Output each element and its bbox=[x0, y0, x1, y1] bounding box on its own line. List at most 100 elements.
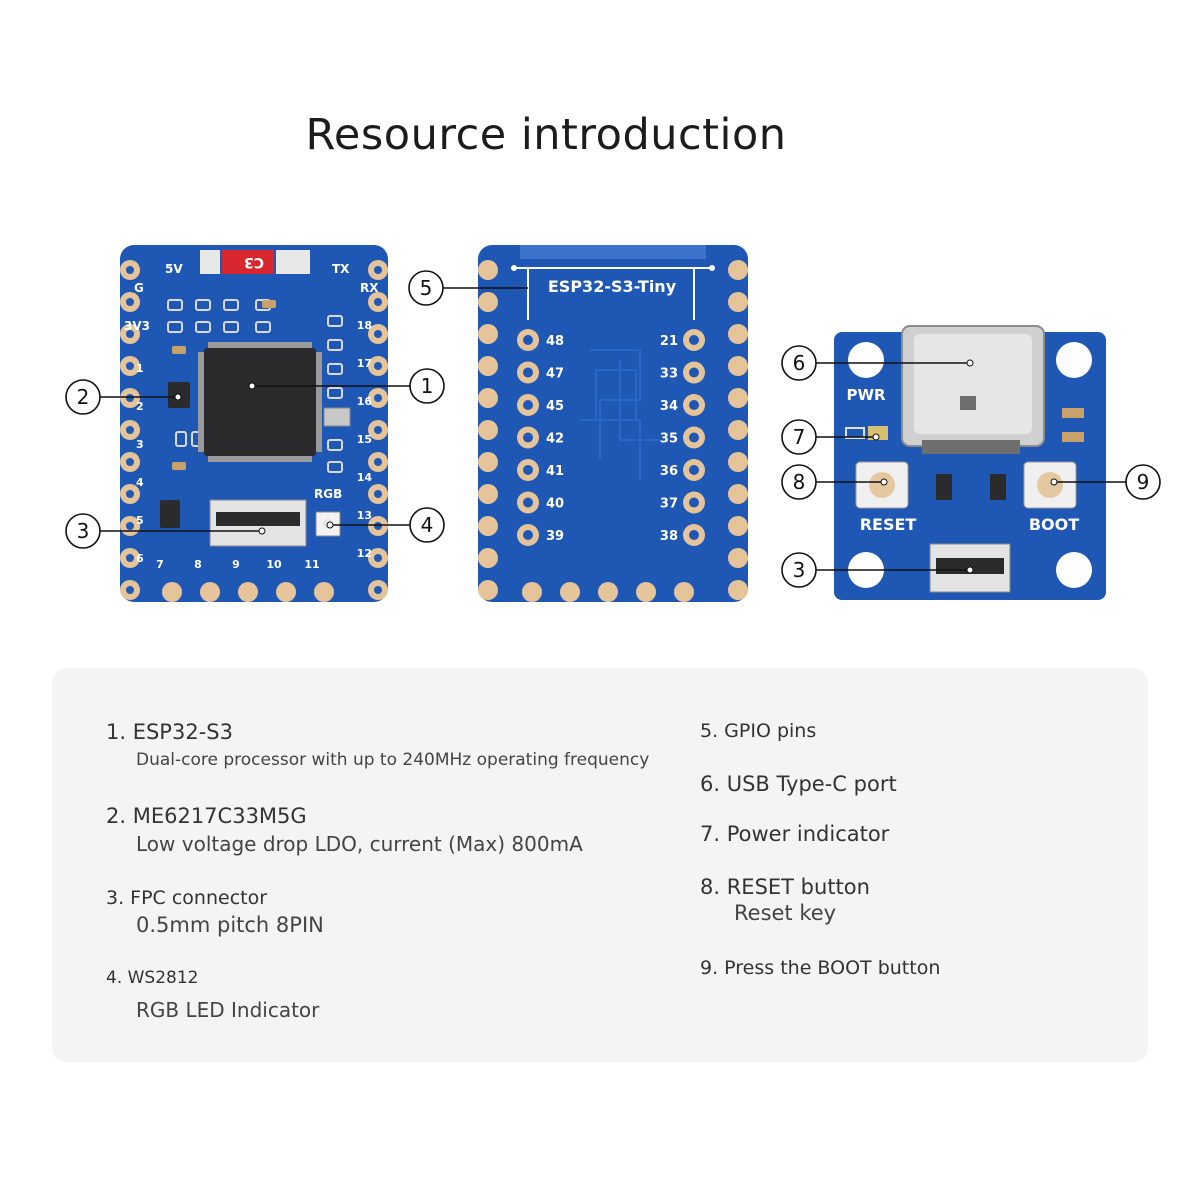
callout-number-c2: 2 bbox=[77, 385, 90, 409]
front-pin-label-14: 14 bbox=[357, 471, 373, 484]
board-name: ESP32-S3-Tiny bbox=[548, 277, 677, 296]
back-pin-hole-47 bbox=[523, 367, 533, 378]
back-pin-hole-34 bbox=[689, 400, 699, 410]
desc-item-4: 4. WS2812 RGB LED Indicator bbox=[106, 968, 319, 1022]
back-pin-hole-36 bbox=[689, 465, 699, 475]
callout-circle-c9 bbox=[1125, 464, 1161, 500]
callout-circle-c2 bbox=[65, 379, 101, 415]
front-pin-label-18: 18 bbox=[357, 319, 372, 332]
front-pin-label-12: 12 bbox=[357, 547, 372, 560]
back-pin-label-37: 37 bbox=[660, 497, 678, 512]
callout-dot-c6 bbox=[966, 359, 974, 367]
front-pin-label-16: 16 bbox=[357, 395, 373, 408]
callout-number-c3: 3 bbox=[77, 519, 90, 543]
desc-item-3-detail: 0.5mm pitch 8PIN bbox=[136, 913, 324, 937]
callout-dot-c4 bbox=[326, 521, 334, 529]
callout-circle-c4 bbox=[409, 507, 445, 543]
back-pin-label-34: 34 bbox=[660, 399, 678, 414]
desc-item-1-detail: Dual-core processor with up to 240MHz op… bbox=[136, 750, 650, 770]
callout-dot-c3b bbox=[966, 566, 974, 574]
front-pin-label-6: 6 bbox=[136, 552, 144, 565]
back-pin-label-45: 45 bbox=[546, 399, 564, 414]
callout-dot-c7 bbox=[872, 433, 880, 441]
back-pin-label-36: 36 bbox=[660, 464, 678, 479]
callout-number-c7: 7 bbox=[793, 425, 806, 449]
desc-item-6: 6. USB Type-C port bbox=[700, 772, 897, 796]
callout-circle-c5 bbox=[408, 270, 444, 306]
desc-item-9: 9. Press the BOOT button bbox=[700, 957, 940, 979]
desc-item-8-detail: Reset key bbox=[734, 901, 837, 925]
callout-circle-c8 bbox=[781, 464, 817, 500]
desc-item-2-detail: Low voltage drop LDO, current (Max) 800m… bbox=[136, 832, 583, 856]
front-pin-label-1: 1 bbox=[136, 362, 144, 375]
back-pin-label-42: 42 bbox=[546, 432, 564, 447]
callout-circle-c3 bbox=[65, 513, 101, 549]
desc-item-4-title: 4. WS2812 bbox=[106, 968, 199, 988]
desc-item-7-title: 7. Power indicator bbox=[700, 822, 890, 846]
label-3v3: 3V3 bbox=[124, 319, 150, 333]
front-pin-label-4: 4 bbox=[136, 476, 144, 489]
front-pin-label-13: 13 bbox=[357, 509, 372, 522]
back-pin-label-41: 41 bbox=[546, 464, 564, 479]
callout-dot-c8 bbox=[880, 478, 888, 486]
desc-item-2: 2. ME6217C33M5G Low voltage drop LDO, cu… bbox=[106, 804, 583, 856]
back-pin-label-21: 21 bbox=[660, 334, 678, 349]
back-pin-hole-21 bbox=[689, 335, 699, 345]
label-g: G bbox=[134, 281, 144, 295]
front-pin-label-5: 5 bbox=[136, 514, 144, 527]
description-panel bbox=[52, 668, 1148, 1062]
back-pin-hole-33 bbox=[689, 367, 699, 378]
back-pin-hole-42 bbox=[523, 432, 533, 443]
callout-number-c3b: 3 bbox=[793, 558, 806, 582]
desc-item-4-detail: RGB LED Indicator bbox=[136, 998, 320, 1022]
back-pin-hole-40 bbox=[523, 497, 533, 508]
front-pin-label-17: 17 bbox=[357, 357, 372, 370]
back-pin-hole-45 bbox=[523, 400, 533, 410]
callout-number-c8: 8 bbox=[793, 470, 806, 494]
desc-item-1: 1. ESP32-S3 Dual-core processor with up … bbox=[106, 720, 649, 770]
callout-circle-c3b bbox=[781, 552, 817, 588]
callout-number-c9: 9 bbox=[1137, 470, 1150, 494]
callout-dot-c9 bbox=[1050, 478, 1058, 486]
callout-dot-c2 bbox=[174, 393, 182, 401]
boot-label: BOOT bbox=[1029, 515, 1079, 534]
back-pin-label-38: 38 bbox=[660, 529, 678, 544]
desc-item-9-title: 9. Press the BOOT button bbox=[700, 957, 941, 979]
label-tx: TX bbox=[332, 262, 350, 276]
callout-circle-c7 bbox=[781, 419, 817, 455]
back-pin-hole-39 bbox=[523, 530, 533, 540]
callout-number-c5: 5 bbox=[420, 276, 433, 300]
back-pin-label-35: 35 bbox=[660, 432, 678, 447]
page-title: Resource introduction bbox=[305, 110, 787, 160]
callout-circle-c1 bbox=[409, 368, 445, 404]
front-pin-label-8: 8 bbox=[194, 558, 202, 571]
desc-item-3: 3. FPC connector 0.5mm pitch 8PIN bbox=[106, 887, 324, 937]
callout-number-c6: 6 bbox=[793, 351, 806, 375]
chip-c3-label: C3 bbox=[244, 254, 264, 270]
pwr-label: PWR bbox=[846, 386, 886, 404]
back-pin-hole-38 bbox=[689, 530, 699, 540]
desc-item-7: 7. Power indicator bbox=[700, 822, 889, 846]
front-pin-label-2: 2 bbox=[136, 400, 144, 413]
front-pin-label-15: 15 bbox=[357, 433, 372, 446]
back-pin-hole-37 bbox=[689, 497, 699, 508]
desc-item-5: 5. GPIO pins bbox=[700, 720, 816, 742]
back-pin-hole-48 bbox=[523, 335, 533, 345]
desc-item-8: 8. RESET button Reset key bbox=[700, 875, 870, 925]
desc-item-8-title: 8. RESET button bbox=[700, 875, 870, 899]
front-pin-label-10: 10 bbox=[266, 558, 282, 571]
back-pin-label-39: 39 bbox=[546, 529, 564, 544]
back-pin-hole-41 bbox=[523, 465, 533, 475]
reset-label: RESET bbox=[860, 515, 917, 534]
desc-item-5-title: 5. GPIO pins bbox=[700, 720, 817, 742]
desc-item-1-title: 1. ESP32-S3 bbox=[106, 720, 233, 744]
back-pin-hole-35 bbox=[689, 432, 699, 443]
back-pin-label-47: 47 bbox=[546, 367, 564, 382]
front-pin-label-11: 11 bbox=[304, 558, 319, 571]
label-5v: 5V bbox=[165, 262, 183, 276]
callout-number-c4: 4 bbox=[421, 513, 434, 537]
board-adapter: PWR RESET BOOT bbox=[834, 325, 1106, 600]
